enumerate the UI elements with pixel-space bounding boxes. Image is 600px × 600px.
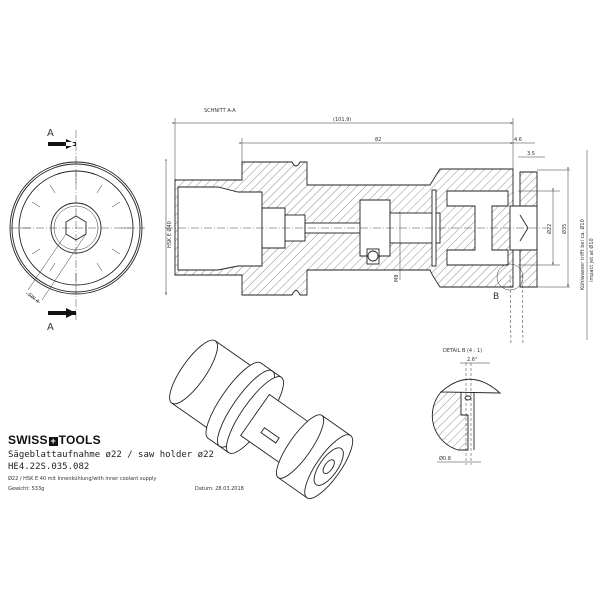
brand-logo: SWISS+TOOLS: [8, 433, 101, 447]
cut-marker-top: A: [47, 128, 54, 139]
part-number: HE4.22S.035.082: [8, 462, 90, 472]
description: Ø22 / HSK E 40 mit Innenkühlung/with inn…: [8, 476, 157, 482]
cut-arrow-top-icon: [48, 139, 76, 149]
face-diameter-dim: Ø35: [561, 224, 568, 234]
coolant-note-de: Kühlwasser trifft bei ca. Ø10: [579, 219, 586, 290]
detail-b-view: DETAIL B (4 : 1) 2.6° Ø0.8: [431, 348, 502, 465]
thread-dim: M8: [394, 275, 400, 283]
hsk-diameter-dim: HSK E Ø40: [166, 221, 173, 248]
cut-marker-bottom: A: [47, 322, 54, 333]
front-view: SW 4 A A: [9, 128, 145, 333]
brand-cross-icon: +: [48, 436, 58, 446]
wrench-size-label: SW 4: [26, 292, 40, 305]
overall-length-dim: (101.9): [333, 117, 351, 123]
bore-diameter-dim: Ø22: [546, 224, 553, 234]
detail-marker: B: [493, 292, 499, 302]
isometric-view: [169, 339, 354, 499]
detail-angle-dim: 2.6°: [467, 357, 478, 363]
cut-arrow-bottom-icon: [48, 308, 76, 318]
section-view: SCHNITT A-A (101.9) 82 4.6 3.5 HSK E Ø40: [165, 108, 595, 346]
detail-title: DETAIL B (4 : 1): [443, 348, 482, 354]
body-length-dim: 82: [375, 137, 381, 143]
drawing-title: Sägeblattaufnahme ø22 / saw holder ø22: [8, 450, 214, 460]
weight: Gewicht: 533g: [8, 486, 45, 492]
coolant-note-en: impact jet at Ø10: [588, 238, 595, 282]
hex-socket-icon: [65, 215, 87, 241]
date: Datum: 28.03.2018: [195, 486, 244, 492]
detail-hole-dim: Ø0.8: [439, 455, 451, 462]
offset2-dim: 3.5: [527, 151, 535, 157]
offset1-dim: 4.6: [514, 137, 522, 143]
section-label: SCHNITT A-A: [204, 108, 236, 114]
